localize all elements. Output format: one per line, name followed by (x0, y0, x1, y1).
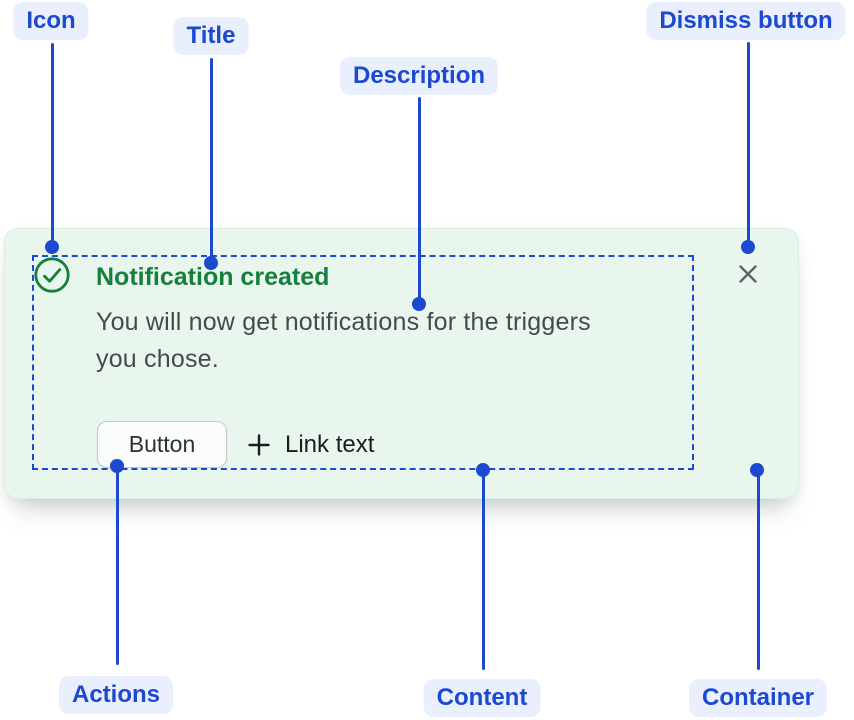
connector-line-title (209, 58, 213, 261)
callout-label-dismiss-button: Dismiss button (646, 2, 846, 40)
connector-dot-content (476, 463, 490, 477)
connector-line-dismiss (746, 42, 750, 245)
check-circle-icon (34, 257, 70, 293)
connector-line-description (417, 97, 421, 302)
plus-icon (248, 433, 270, 456)
dismiss-button[interactable] (730, 256, 766, 292)
callout-label-container: Container (688, 679, 828, 717)
close-icon (739, 265, 757, 283)
callout-label-content: Content (423, 679, 541, 717)
toast-action-button[interactable]: Button (97, 421, 227, 468)
connector-line-container (756, 470, 760, 670)
connector-dot-container (750, 463, 764, 477)
callout-label-title: Title (173, 17, 249, 55)
content-region-outline (32, 255, 694, 470)
toast-description: You will now get notifications for the t… (96, 304, 591, 378)
connector-line-icon (50, 43, 54, 245)
callout-label-icon: Icon (13, 2, 89, 40)
toast-action-link[interactable]: Link text (246, 421, 374, 468)
connector-dot-icon (45, 240, 59, 254)
connector-dot-dismiss (741, 240, 755, 254)
connector-dot-description (412, 297, 426, 311)
toast-description-line: you chose. (96, 345, 219, 373)
connector-dot-title (204, 256, 218, 270)
connector-line-actions (115, 466, 119, 665)
callout-label-actions: Actions (58, 676, 174, 714)
connector-dot-actions (110, 459, 124, 473)
toast-description-line: You will now get notifications for the t… (96, 308, 591, 336)
callout-label-description: Description (339, 57, 499, 95)
toast-link-label: Link text (285, 430, 375, 458)
connector-line-content (481, 470, 485, 670)
